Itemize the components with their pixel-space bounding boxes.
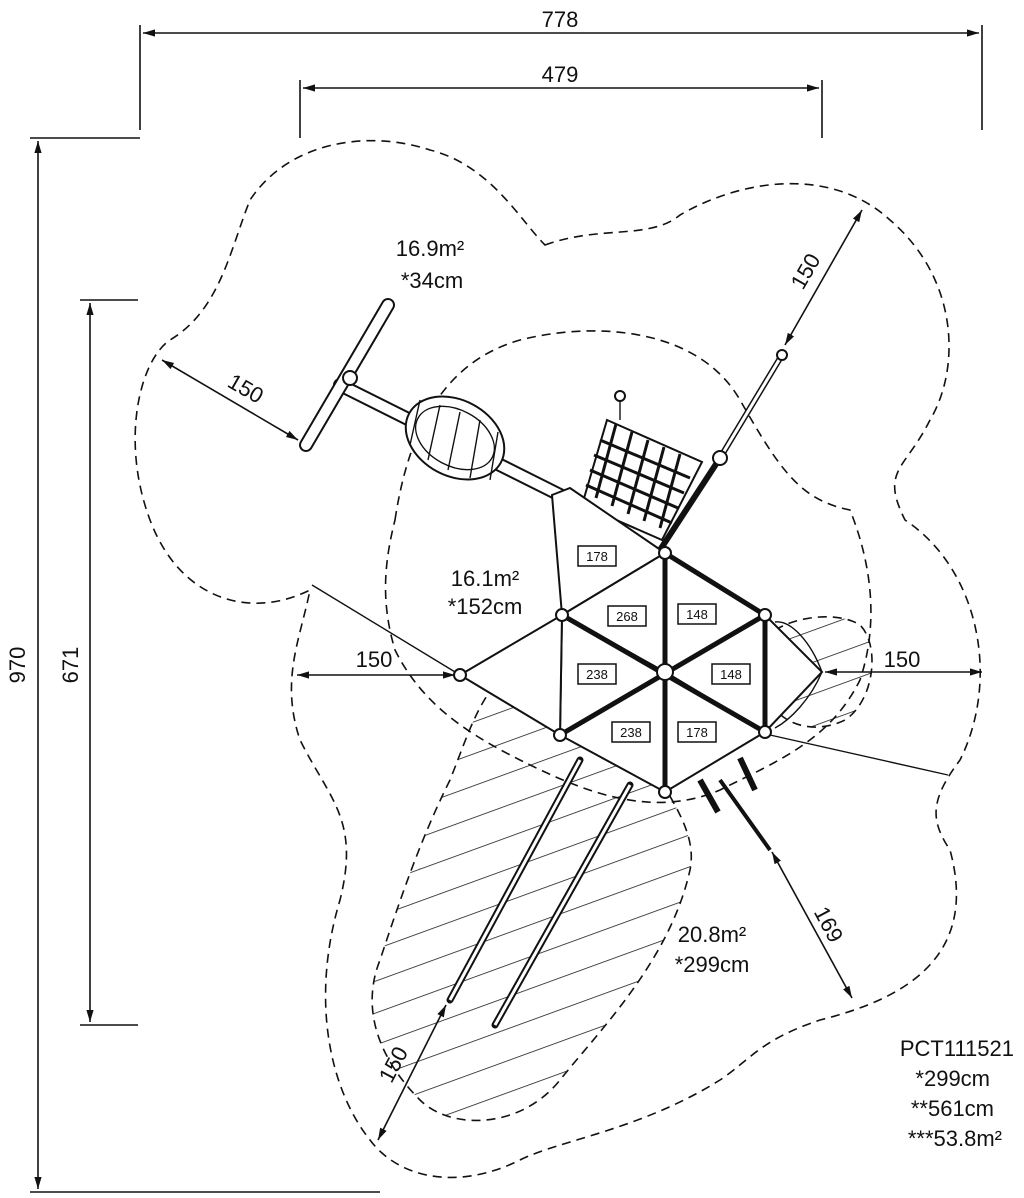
overall-height-label: 970 — [5, 647, 30, 684]
svg-text:150: 150 — [884, 647, 921, 672]
svg-text:150: 150 — [785, 249, 825, 293]
area-label-bottom: 20.8m² *299cm — [675, 922, 750, 977]
zone-boundary-left — [311, 584, 461, 676]
svg-text:178: 178 — [686, 725, 708, 740]
product-height-2: **561cm — [911, 1096, 994, 1121]
step-ladders — [697, 756, 772, 852]
safety-zone-outline — [134, 139, 981, 1179]
svg-text:150: 150 — [224, 368, 268, 408]
dimension-inner-height: 671 — [58, 299, 138, 1026]
area-label-top: 16.9m² *34cm — [396, 236, 464, 293]
clearance-top-right: 150 — [784, 209, 863, 346]
inner-width-label: 479 — [542, 62, 579, 87]
product-area: ***53.8m² — [908, 1126, 1002, 1151]
inner-height-label: 671 — [58, 647, 83, 684]
dimension-inner-width: 479 — [299, 62, 823, 138]
arch-ladder — [657, 349, 788, 552]
overall-width-label: 778 — [542, 7, 579, 32]
zone-boundary-right — [769, 734, 949, 776]
platform-label-4: 238 — [577, 663, 617, 685]
platform-label-1: 178 — [577, 545, 617, 567]
climbing-net — [580, 390, 704, 542]
slide-rails — [446, 756, 634, 1029]
platform-label-2: 268 — [607, 605, 647, 627]
svg-text:*152cm: *152cm — [448, 594, 523, 619]
svg-text:*34cm: *34cm — [401, 268, 463, 293]
area-label-middle: 16.1m² *152cm — [448, 566, 523, 619]
svg-text:16.9m²: 16.9m² — [396, 236, 464, 261]
svg-text:238: 238 — [586, 667, 608, 682]
svg-text:178: 178 — [586, 549, 608, 564]
clearance-bottom-right: 169 — [771, 851, 853, 999]
svg-text:16.1m²: 16.1m² — [451, 566, 519, 591]
clearance-right: 150 — [825, 647, 982, 676]
product-code: PCT111521 — [900, 1036, 1014, 1061]
svg-text:*299cm: *299cm — [675, 952, 750, 977]
platform-zone-outline — [384, 330, 872, 804]
svg-text:169: 169 — [809, 902, 848, 946]
platform-label-3: 148 — [677, 603, 717, 625]
clearance-top-left: 150 — [161, 359, 299, 441]
svg-text:148: 148 — [720, 667, 742, 682]
platform-label-7: 178 — [677, 721, 717, 743]
svg-text:268: 268 — [616, 609, 638, 624]
barrel-drum — [404, 395, 506, 481]
product-height-1: *299cm — [915, 1066, 990, 1091]
product-info: PCT111521 *299cm **561cm ***53.8m² — [900, 1036, 1014, 1151]
dimension-overall-height: 970 — [5, 137, 380, 1193]
svg-text:150: 150 — [356, 647, 393, 672]
svg-text:238: 238 — [620, 725, 642, 740]
dimension-overall-width: 778 — [139, 7, 983, 130]
platform-label-6: 238 — [611, 721, 651, 743]
svg-text:148: 148 — [686, 607, 708, 622]
right-handrail — [774, 621, 823, 729]
platform-label-5: 148 — [711, 663, 751, 685]
clearance-left: 150 — [297, 647, 455, 679]
svg-text:20.8m²: 20.8m² — [678, 922, 746, 947]
